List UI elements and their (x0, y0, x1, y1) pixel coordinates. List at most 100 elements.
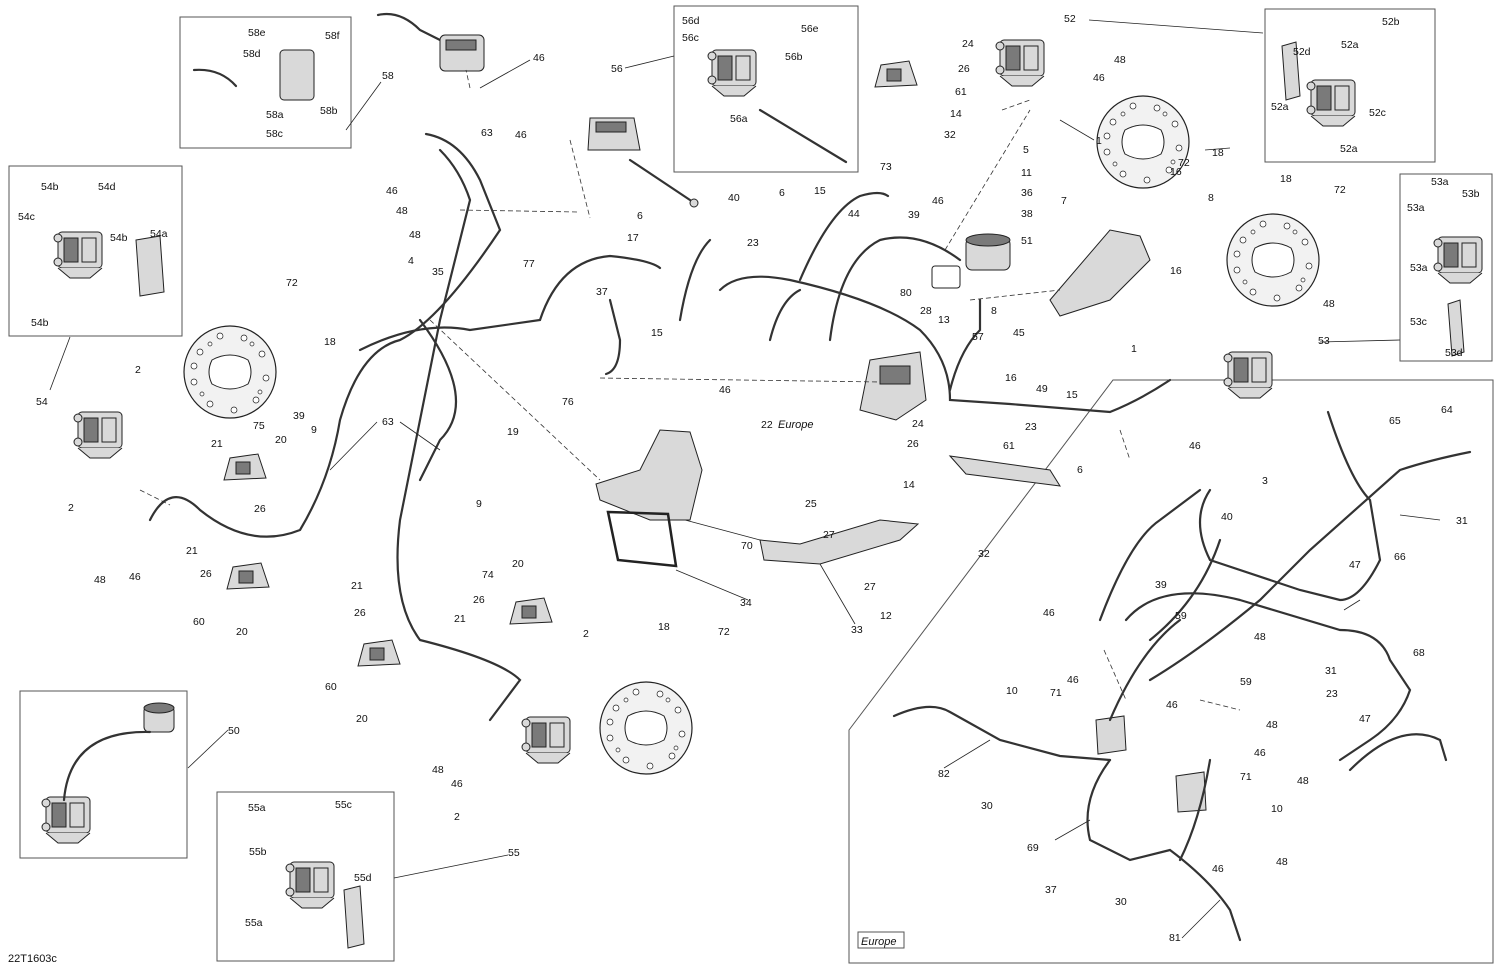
callout-label: 55b (249, 846, 267, 858)
callout-label: 27 (823, 529, 835, 541)
callout-label: 58c (266, 128, 283, 140)
callout-label: 57 (972, 331, 984, 343)
diagram-code: 22T1603c (8, 953, 57, 965)
callout-label: 46 (1166, 699, 1178, 711)
brake-caliper-icon (41, 796, 91, 844)
callout-label: 61 (1003, 440, 1015, 452)
callout-label: 53a (1407, 202, 1425, 214)
callout-label: 82 (938, 768, 950, 780)
brake-caliper-icon (285, 861, 335, 909)
callout-label: 55d (354, 872, 372, 884)
brake-caliper-icon (1223, 351, 1273, 399)
callout-label: 46 (515, 129, 527, 141)
brake-pedal-icon (759, 229, 1151, 565)
callout-label: 21 (351, 580, 363, 592)
callout-label: 77 (523, 258, 535, 270)
callout-label: 56e (801, 23, 819, 35)
callout-label: 61 (955, 86, 967, 98)
callout-label: 27 (864, 581, 876, 593)
callout-label: 56a (730, 113, 748, 125)
callout-label: 14 (950, 108, 962, 120)
brake-caliper-icon (53, 231, 103, 279)
callout-label: 32 (944, 129, 956, 141)
callout-label: 58e (248, 27, 266, 39)
brake-disc-icon (183, 325, 277, 419)
callout-label: 52d (1293, 46, 1311, 58)
callout-label: 58a (266, 109, 284, 121)
callout-label: 39 (293, 410, 305, 422)
callout-label: 39 (908, 209, 920, 221)
callout-label: 19 (507, 426, 519, 438)
callout-label: 54b (31, 317, 49, 329)
callout-label: 46 (533, 52, 545, 64)
callout-label: 10 (1006, 685, 1018, 697)
callout-label: 5 (1023, 144, 1029, 156)
callout-label: 80 (900, 287, 912, 299)
brake-caliper-icon (707, 49, 757, 97)
callout-label: 26 (354, 607, 366, 619)
callout-label: 7 (1061, 195, 1067, 207)
callout-label: 10 (1271, 803, 1283, 815)
callout-label: 48 (94, 574, 106, 586)
callout-label: 15 (651, 327, 663, 339)
callout-label: 9 (476, 498, 482, 510)
callout-label: 58 (382, 70, 394, 82)
leader-lines (49, 19, 1441, 939)
callout-label: 1 (1096, 135, 1102, 147)
callout-label: 56c (682, 32, 699, 44)
callout-label: 58d (243, 48, 261, 60)
callout-label: 24 (962, 38, 974, 50)
callout-label: 72 (1178, 157, 1190, 169)
callout-label: 28 (920, 305, 932, 317)
callout-label: 17 (627, 232, 639, 244)
callout-label: 16 (1170, 265, 1182, 277)
callout-label: 51 (1021, 235, 1033, 247)
bracket-icon (223, 60, 918, 667)
brake-caliper-icon (73, 411, 123, 459)
fluid-reservoir-icon (62, 233, 1011, 802)
callout-label: 48 (1323, 298, 1335, 310)
inset-box-55 (216, 791, 395, 962)
callout-label: 31 (1456, 515, 1468, 527)
callout-label: 60 (193, 616, 205, 628)
callout-label: 16 (1005, 372, 1017, 384)
callout-label: 72 (718, 626, 730, 638)
callout-label: 2 (583, 628, 589, 640)
callout-label: 30 (1115, 896, 1127, 908)
callout-label: 53a (1431, 176, 1449, 188)
callout-label: 55a (248, 802, 266, 814)
callout-label: 9 (311, 424, 317, 436)
callout-label: 8 (1208, 192, 1214, 204)
callout-label: 40 (728, 192, 740, 204)
callout-label: 63 (481, 127, 493, 139)
callout-label: 22 (761, 419, 773, 431)
callout-label: 18 (1280, 173, 1292, 185)
callout-label: 2 (454, 811, 460, 823)
callout-label: 46 (1254, 747, 1266, 759)
brake-pad-icon (135, 41, 1465, 949)
callout-label: 74 (482, 569, 494, 581)
callout-label: 60 (325, 681, 337, 693)
brake-caliper-icon (521, 716, 571, 764)
callout-label: 52b (1382, 16, 1400, 28)
callout-label: 23 (1025, 421, 1037, 433)
callout-label: 48 (396, 205, 408, 217)
callout-label: 56 (611, 63, 623, 75)
callout-label: 73 (880, 161, 892, 173)
callout-label: 39 (1155, 579, 1167, 591)
callout-label: 53 (1318, 335, 1330, 347)
callout-label: 52a (1271, 101, 1289, 113)
callout-label: 52c (1369, 107, 1386, 119)
callout-label: 20 (275, 434, 287, 446)
callout-label: 20 (356, 713, 368, 725)
callout-label: 23 (1326, 688, 1338, 700)
brake-disc-icon (1226, 213, 1320, 307)
callout-label: 1 (1131, 343, 1137, 355)
inset-box-58 (179, 16, 352, 149)
callout-label: 46 (386, 185, 398, 197)
region-note-europe-box: Europe (861, 936, 896, 948)
callout-label: 59 (1175, 610, 1187, 622)
brake-caliper-icon (1433, 236, 1483, 284)
callout-label: 48 (1276, 856, 1288, 868)
